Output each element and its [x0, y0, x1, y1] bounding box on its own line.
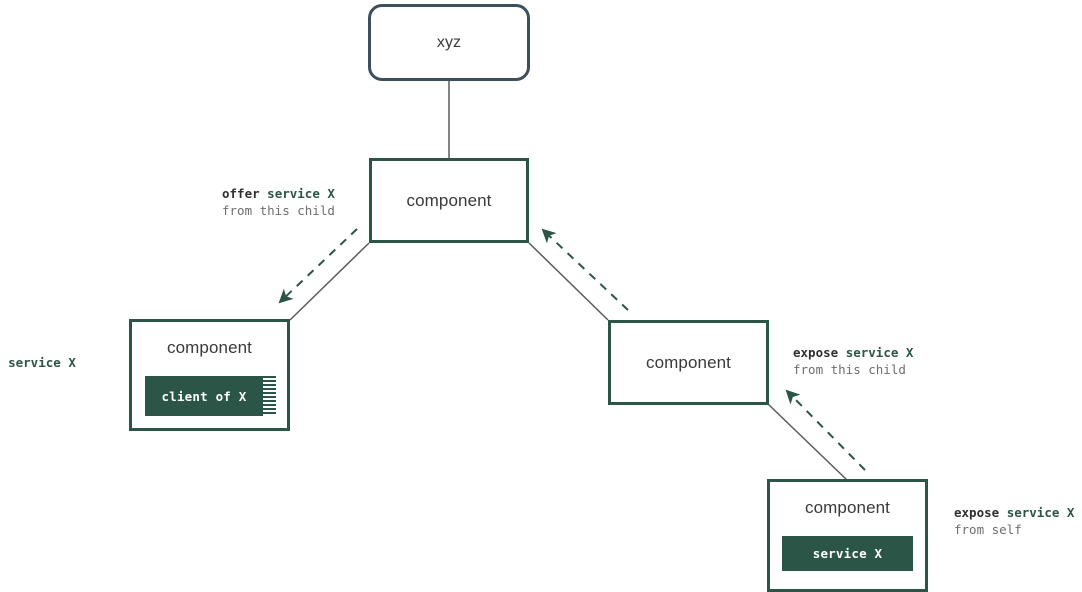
annotation-offer-keyword: offer	[222, 186, 260, 201]
routing-arrow-group	[278, 228, 866, 471]
annotation-expose-self-source: from self	[954, 521, 1022, 537]
edge-main-to-right	[528, 242, 609, 321]
node-main-label: component	[406, 190, 492, 210]
capability-service-x[interactable]: service X	[782, 536, 913, 571]
annotation-use-service-x: use service X	[0, 355, 76, 372]
node-grandchild-component[interactable]: component	[767, 479, 928, 592]
arrow-expose-child-to-main	[541, 228, 629, 311]
annotation-expose-from-self: expose service X from self	[954, 505, 1074, 538]
annotation-offer-source: from this child	[222, 202, 335, 218]
annotation-expose-self-keyword: expose	[954, 505, 1000, 520]
node-right-child-label: component	[645, 352, 731, 372]
annotation-use-service: service X	[8, 355, 76, 370]
node-grandchild-label: component	[804, 498, 890, 517]
annotation-expose-child-service: service X	[845, 345, 914, 360]
annotation-offer-service-x: offer service X from this child	[222, 186, 335, 219]
socket-connector-icon	[263, 376, 276, 416]
capability-client-of-x[interactable]: client of X	[145, 376, 276, 416]
edge-main-to-left	[289, 242, 370, 321]
arrow-expose-self-to-right	[785, 389, 866, 471]
annotation-offer-service: service X	[267, 186, 335, 201]
tree-edge-group	[289, 81, 848, 481]
arrow-offer-to-left-child	[278, 228, 358, 304]
annotation-expose-child-source: from this child	[793, 361, 906, 377]
annotation-use-keyword: use	[0, 355, 1, 370]
edge-right-to-grandchild	[767, 403, 848, 481]
node-root-label: xyz	[436, 33, 462, 51]
node-right-child-component[interactable]: component	[608, 320, 769, 405]
annotation-expose-from-child: expose service X from this child	[793, 345, 913, 378]
capability-service-x-label: service X	[782, 536, 913, 571]
node-root-xyz[interactable]: xyz	[368, 4, 530, 81]
annotation-expose-self-service: service X	[1006, 505, 1075, 520]
capability-client-of-x-label: client of X	[145, 376, 263, 416]
node-main-component[interactable]: component	[369, 158, 529, 243]
annotation-expose-child-keyword: expose	[793, 345, 839, 360]
node-left-child-label: component	[166, 338, 252, 357]
